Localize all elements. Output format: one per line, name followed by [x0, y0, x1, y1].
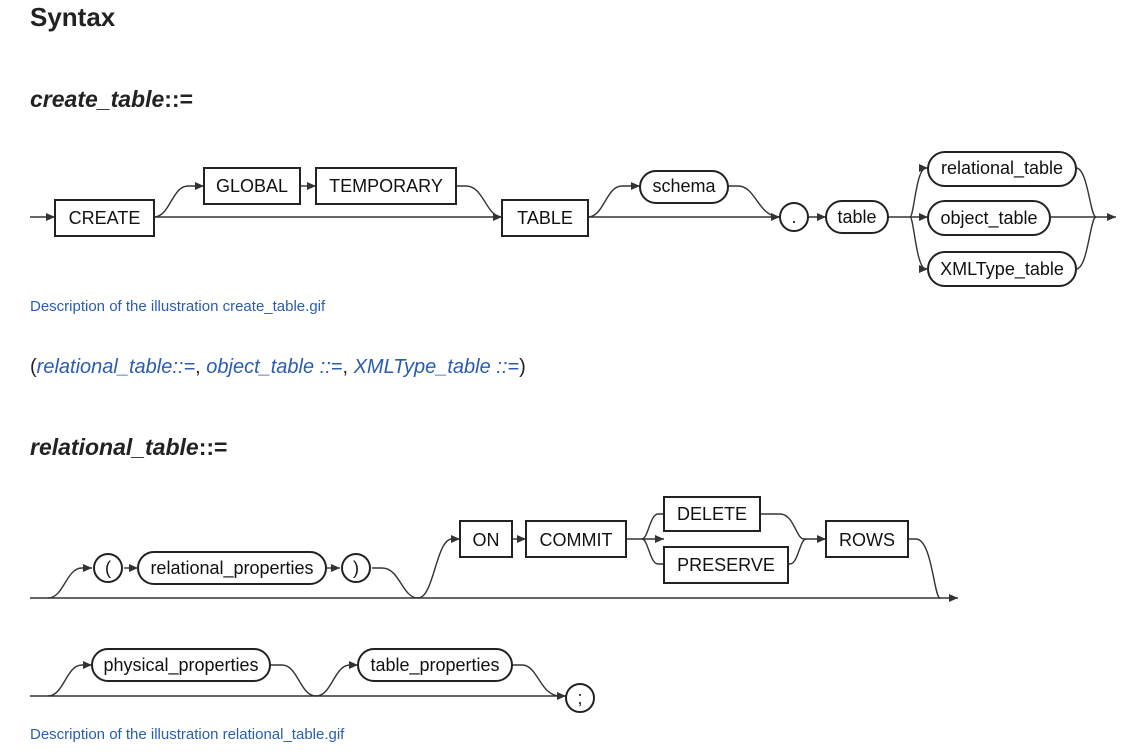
term-physical-properties: physical_properties	[91, 648, 271, 682]
keyword-preserve: PRESERVE	[663, 546, 789, 584]
svg-text:table: table	[837, 207, 876, 227]
keyword-rows: ROWS	[825, 520, 909, 558]
relational-table-heading-op: ::=	[198, 434, 228, 460]
term-right-paren: )	[341, 553, 371, 583]
create-table-description-link[interactable]: Description of the illustration create_t…	[30, 298, 326, 315]
keyword-create: CREATE	[54, 199, 155, 237]
svg-text:ROWS: ROWS	[839, 530, 895, 550]
svg-text:TEMPORARY: TEMPORARY	[329, 176, 443, 196]
refs-close: )	[519, 356, 526, 378]
relational-table-description-link[interactable]: Description of the illustration relation…	[30, 726, 345, 743]
svg-text:(: (	[105, 558, 111, 578]
term-left-paren: (	[93, 553, 123, 583]
svg-text:;: ;	[577, 688, 582, 708]
svg-text:ON: ON	[473, 530, 500, 550]
create-table-heading-op: ::=	[164, 86, 193, 112]
keyword-commit: COMMIT	[525, 520, 627, 558]
svg-text:CREATE: CREATE	[69, 208, 141, 228]
svg-text:TABLE: TABLE	[517, 208, 573, 228]
svg-text:XMLType_table: XMLType_table	[940, 259, 1064, 280]
create-table-lines	[30, 167, 1116, 270]
term-object-table: object_table	[927, 200, 1051, 236]
relational-table-heading: relational_table::=	[30, 434, 227, 461]
term-xmltype-table: XMLType_table	[927, 251, 1077, 287]
create-table-heading: create_table::=	[30, 86, 193, 113]
relational-table-arrowheads	[83, 535, 958, 700]
ref-object-table-link[interactable]: object_table ::=	[206, 356, 343, 378]
keyword-on: ON	[459, 520, 513, 558]
refs-sep-2: ,	[342, 356, 354, 378]
svg-text:schema: schema	[652, 176, 716, 196]
svg-text:relational_table: relational_table	[941, 158, 1063, 179]
ref-relational-table-link[interactable]: relational_table::=	[36, 356, 196, 378]
create-table-arrowheads	[46, 164, 1116, 273]
svg-text:): )	[353, 558, 359, 578]
keyword-temporary: TEMPORARY	[315, 167, 457, 205]
svg-text:DELETE: DELETE	[677, 504, 747, 524]
relational-table-heading-name: relational_table	[30, 434, 199, 460]
svg-text:COMMIT: COMMIT	[540, 530, 613, 550]
relational-table-diagram: ( relational_properties ) ON COMMIT DELE…	[30, 496, 958, 713]
svg-text:table_properties: table_properties	[370, 655, 499, 676]
term-dot: .	[779, 202, 809, 232]
term-table: table	[825, 200, 889, 234]
page-title: Syntax	[30, 2, 116, 32]
keyword-global: GLOBAL	[203, 167, 301, 205]
ref-xmltype-table-link[interactable]: XMLType_table ::=	[353, 356, 520, 378]
keyword-delete: DELETE	[663, 496, 761, 532]
svg-text:PRESERVE: PRESERVE	[677, 555, 775, 575]
term-schema: schema	[639, 170, 729, 204]
create-table-diagram: CREATE GLOBAL TEMPORARY TABLE schema . t…	[30, 151, 1116, 287]
term-table-properties: table_properties	[357, 648, 513, 682]
svg-text:.: .	[791, 207, 796, 227]
svg-text:physical_properties: physical_properties	[103, 655, 258, 676]
create-table-heading-name: create_table	[30, 86, 165, 112]
svg-text:GLOBAL: GLOBAL	[216, 176, 288, 196]
refs-sep-1: ,	[195, 356, 207, 378]
term-relational-table: relational_table	[927, 151, 1077, 187]
refs-open: (	[30, 356, 37, 378]
keyword-table: TABLE	[501, 199, 589, 237]
term-relational-properties: relational_properties	[137, 551, 327, 585]
syntax-references: (relational_table::=, object_table ::=, …	[30, 356, 526, 379]
svg-text:object_table: object_table	[940, 208, 1037, 229]
svg-text:relational_properties: relational_properties	[150, 558, 313, 579]
term-semicolon: ;	[565, 683, 595, 713]
